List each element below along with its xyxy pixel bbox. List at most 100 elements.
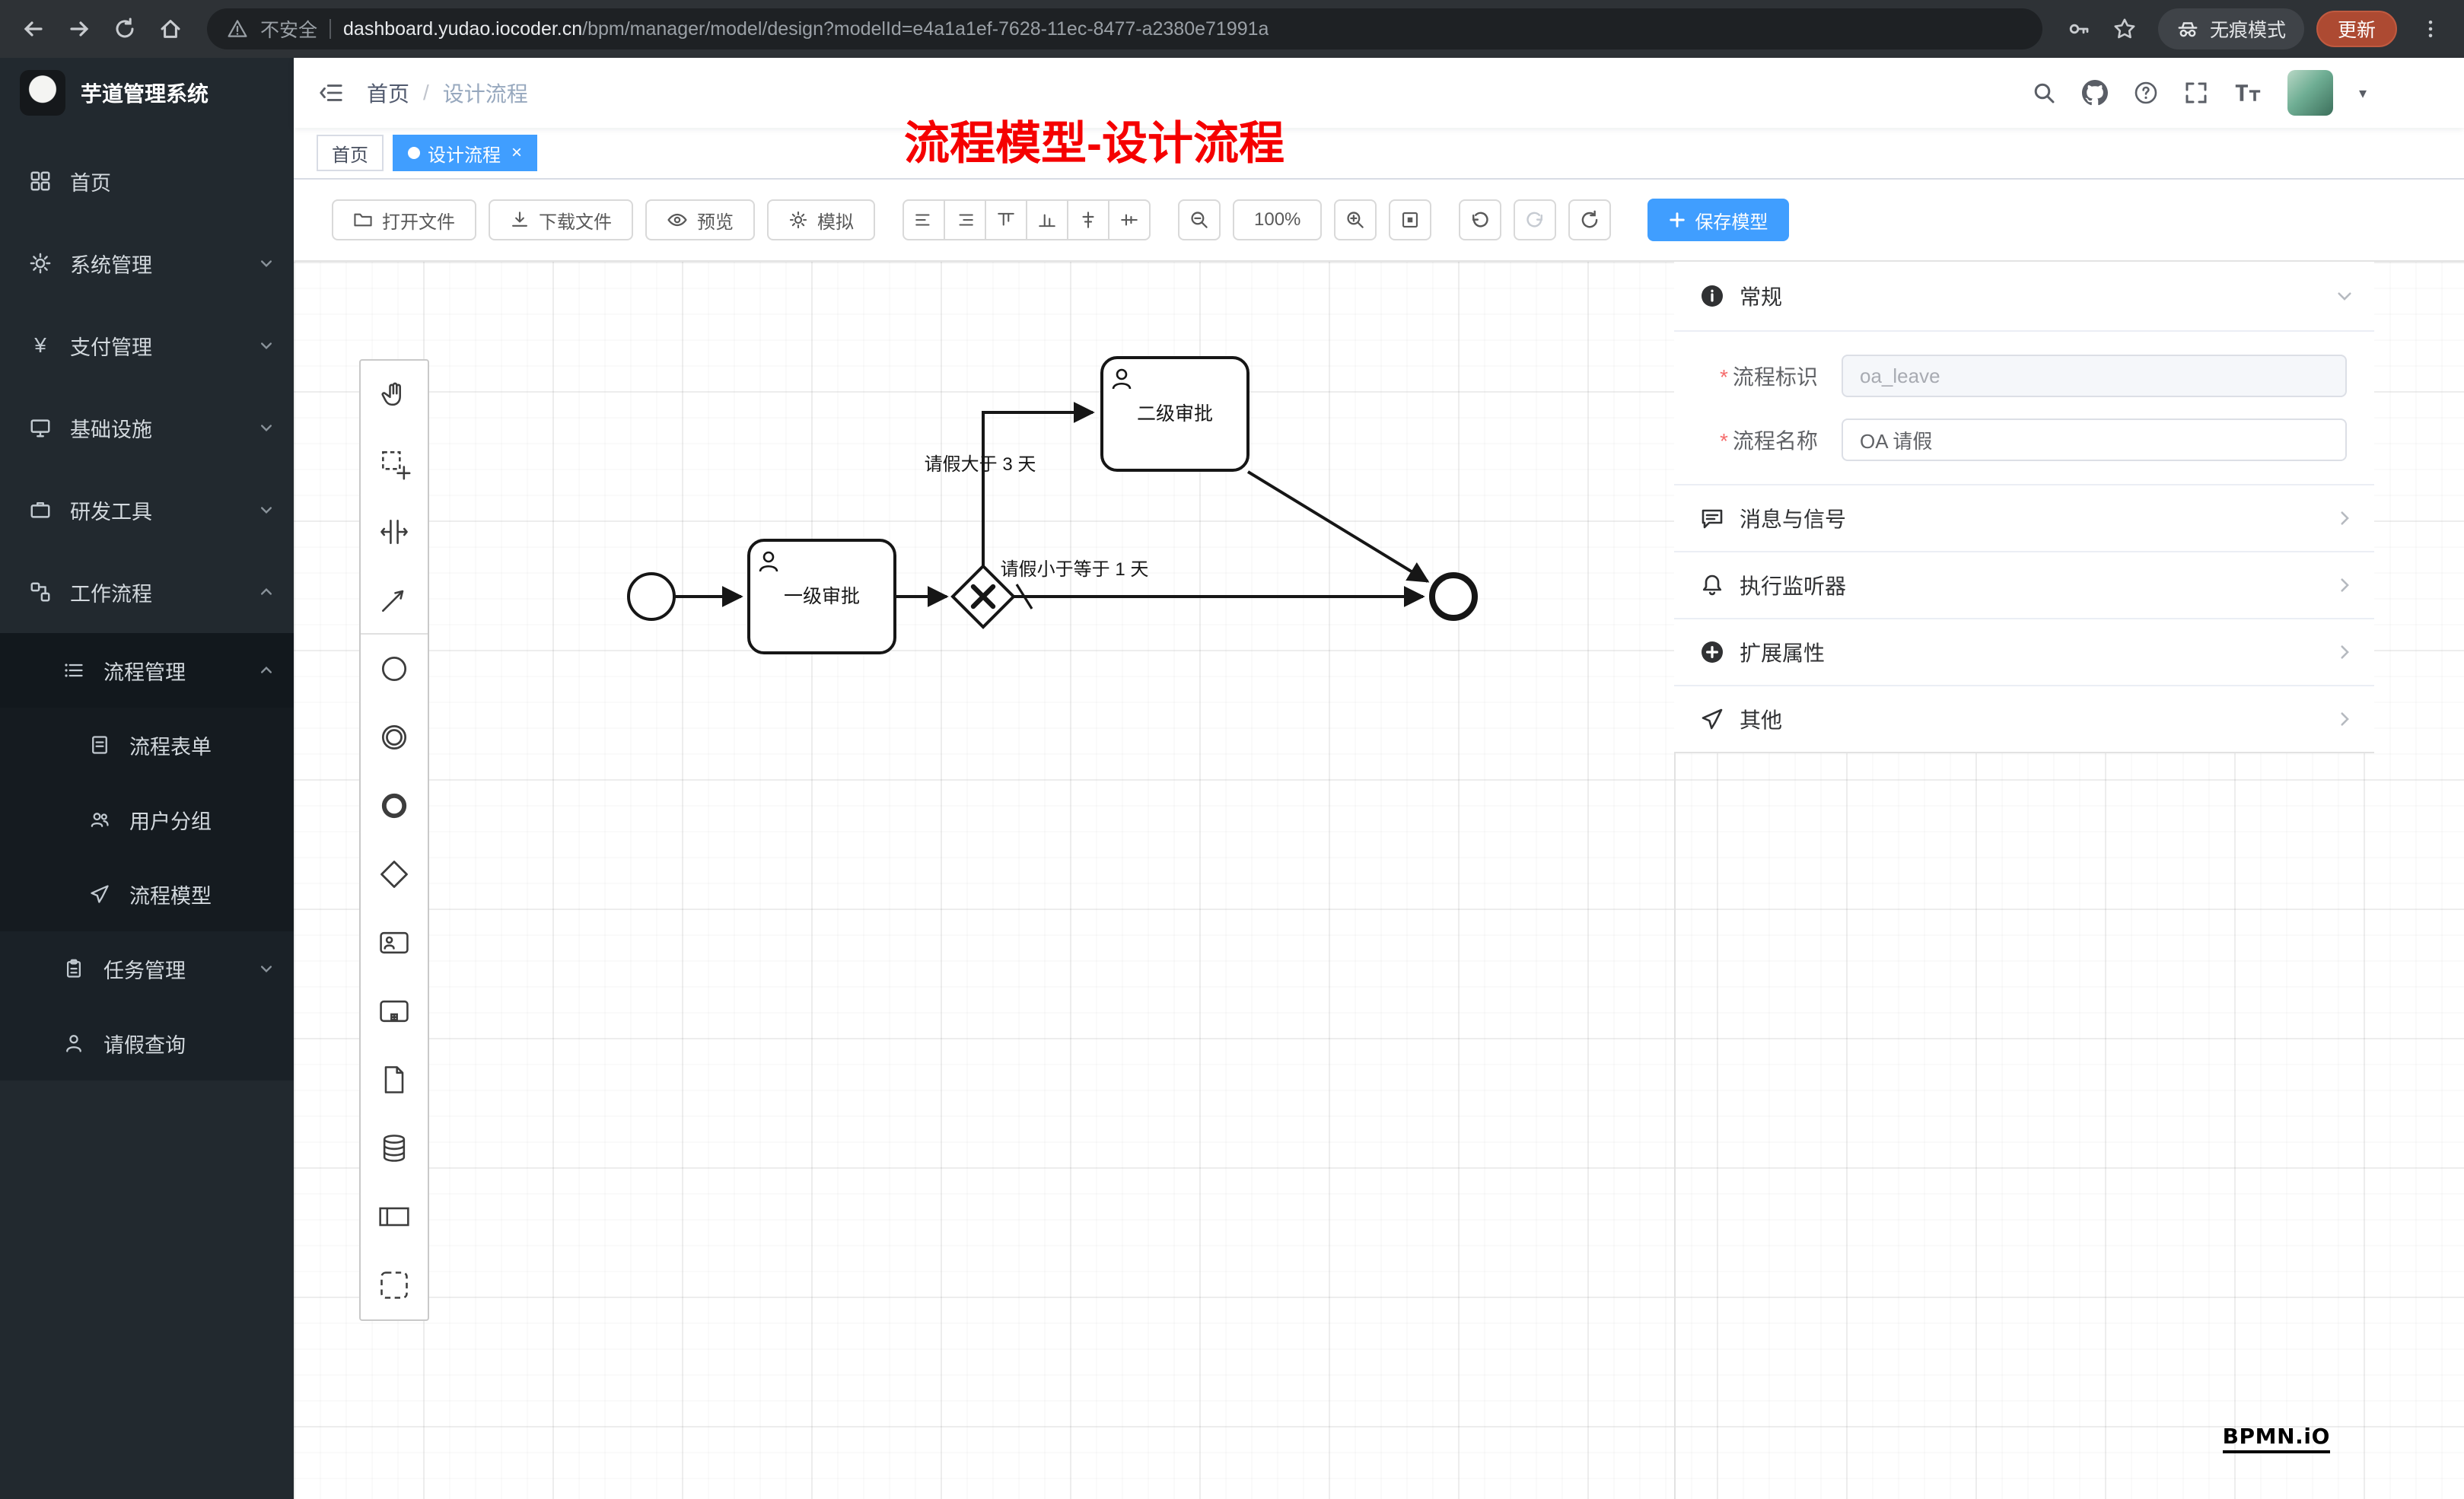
browser-home-button[interactable]	[149, 8, 192, 50]
palette-connect-tool[interactable]	[361, 566, 428, 635]
data-store-icon	[383, 1135, 406, 1162]
address-bar[interactable]: 不安全 dashboard.yudao.iocoder.cn/bpm/manag…	[207, 8, 2042, 49]
sidebar-item-task-mgmt[interactable]: 任务管理	[0, 931, 294, 1006]
send-icon	[1700, 707, 1724, 731]
zoom-in-button[interactable]	[1334, 199, 1377, 240]
sidebar-item-user-group[interactable]: 用户分组	[0, 782, 294, 857]
tag-close-icon[interactable]: ×	[511, 142, 523, 163]
palette-start-event[interactable]	[361, 635, 428, 703]
align-right-button[interactable]	[944, 199, 986, 240]
sidebar-item-home[interactable]: 首页	[0, 140, 294, 222]
bpmn-end-event[interactable]	[1429, 572, 1478, 621]
breadcrumb-separator: /	[423, 81, 429, 104]
incognito-badge[interactable]: 无痕模式	[2157, 8, 2304, 49]
zoom-level-display[interactable]: 100%	[1233, 199, 1323, 240]
breadcrumb-home[interactable]: 首页	[367, 82, 410, 106]
download-file-button[interactable]: 下载文件	[489, 199, 633, 240]
process-key-input[interactable]	[1842, 355, 2347, 397]
sidebar-item-pay[interactable]: ¥ 支付管理	[0, 304, 294, 387]
process-name-input[interactable]	[1842, 419, 2347, 461]
sidebar-item-process-mgmt[interactable]: 流程管理	[0, 633, 294, 708]
palette-intermediate-event[interactable]	[361, 703, 428, 772]
bpmn-io-watermark[interactable]: BPMN.iO	[2222, 1424, 2330, 1453]
palette-data-object[interactable]	[361, 1045, 428, 1114]
font-size-button[interactable]	[2234, 81, 2262, 104]
panel-section-extended-attrs[interactable]: 扩展属性	[1674, 618, 2374, 685]
align-middle-button[interactable]	[1108, 199, 1151, 240]
bpmn-canvas[interactable]: 一级审批 二级审批	[294, 262, 2464, 1499]
browser-back-button[interactable]	[12, 8, 55, 50]
bookmark-star-button[interactable]	[2103, 8, 2146, 50]
zoom-out-button[interactable]	[1178, 199, 1221, 240]
password-key-button[interactable]	[2058, 8, 2100, 50]
sidebar-item-workflow[interactable]: 工作流程	[0, 551, 294, 633]
tag-home[interactable]: 首页	[317, 135, 384, 171]
flow-task2-to-end[interactable]	[1246, 470, 1430, 583]
bpmn-start-event[interactable]	[627, 572, 676, 621]
sidebar-item-process-model[interactable]: 流程模型	[0, 857, 294, 931]
bpmn-exclusive-gateway[interactable]	[950, 564, 1016, 629]
align-right-icon	[959, 214, 973, 226]
sidebar-collapse-button[interactable]	[318, 80, 344, 106]
palette-subprocess[interactable]	[361, 977, 428, 1045]
save-model-button[interactable]: 保存模型	[1647, 199, 1790, 241]
simulate-button[interactable]: 模拟	[767, 199, 875, 240]
sidebar-item-leave-query[interactable]: 请假查询	[0, 1006, 294, 1080]
fullscreen-icon	[2185, 82, 2207, 103]
bpmn-task-first-approve[interactable]: 一级审批	[747, 539, 896, 654]
user-avatar[interactable]	[2287, 70, 2333, 116]
align-top-button[interactable]	[985, 199, 1027, 240]
panel-section-message-signal[interactable]: 消息与信号	[1674, 484, 2374, 551]
bpmn-task-second-approve[interactable]: 二级审批	[1100, 356, 1250, 472]
palette-user-task[interactable]	[361, 909, 428, 977]
avatar-caret-icon[interactable]: ▾	[2358, 84, 2367, 102]
annotation-title: 流程模型-设计流程	[904, 118, 1285, 169]
palette-gateway[interactable]	[361, 840, 428, 909]
undo-button[interactable]	[1459, 199, 1502, 240]
sidebar-item-system[interactable]: 系统管理	[0, 222, 294, 304]
restart-button[interactable]	[1568, 199, 1612, 240]
sidebar-item-process-form[interactable]: 流程表单	[0, 708, 294, 782]
tag-design-active[interactable]: 设计流程 ×	[393, 135, 538, 171]
panel-section-execution-listener[interactable]: 执行监听器	[1674, 551, 2374, 618]
sidebar-item-infra[interactable]: 基础设施	[0, 387, 294, 469]
palette-lasso-tool[interactable]	[361, 429, 428, 498]
sidebar-item-label: 支付管理	[70, 336, 152, 359]
preview-button[interactable]: 预览	[645, 199, 755, 240]
gear-icon	[27, 252, 53, 275]
app-logo-row[interactable]: 芋道管理系统	[0, 58, 294, 128]
flow-label-le1[interactable]: 请假小于等于 1 天	[1001, 559, 1149, 580]
palette-participant-pool[interactable]	[361, 1182, 428, 1251]
gear-icon	[789, 211, 807, 229]
zoom-reset-button[interactable]	[1389, 199, 1432, 240]
panel-section-title: 其他	[1740, 708, 1783, 732]
github-button[interactable]	[2081, 80, 2108, 106]
sidebar-item-dev[interactable]: 研发工具	[0, 469, 294, 551]
app-logo	[20, 70, 65, 116]
fullscreen-button[interactable]	[2184, 81, 2208, 105]
chrome-update-button[interactable]: 更新	[2316, 11, 2397, 47]
palette-data-store[interactable]	[361, 1114, 428, 1182]
open-file-button[interactable]: 打开文件	[332, 199, 476, 240]
panel-section-general[interactable]: 常规	[1674, 262, 2374, 332]
align-center-button[interactable]	[1067, 199, 1109, 240]
reload-icon	[116, 18, 134, 38]
palette-hand-tool[interactable]	[361, 361, 428, 429]
browser-menu-button[interactable]	[2409, 8, 2452, 50]
align-left-button[interactable]	[903, 199, 945, 240]
browser-forward-button[interactable]	[58, 8, 100, 50]
palette-end-event[interactable]	[361, 772, 428, 840]
help-button[interactable]	[2134, 81, 2158, 105]
palette-group[interactable]	[361, 1251, 428, 1319]
palette-space-tool[interactable]	[361, 498, 428, 566]
redo-button[interactable]	[1514, 199, 1557, 240]
align-bottom-button[interactable]	[1026, 199, 1068, 240]
panel-section-title: 消息与信号	[1740, 508, 1847, 531]
search-button[interactable]	[2032, 81, 2056, 105]
end-event-icon	[381, 793, 407, 819]
flow-gateway-to-task2[interactable]	[982, 402, 1095, 568]
panel-section-other[interactable]: 其他	[1674, 685, 2374, 752]
browser-reload-button[interactable]	[103, 8, 146, 50]
flow-label-gt3[interactable]: 请假大于 3 天	[925, 454, 1036, 475]
panel-divider	[1674, 262, 1676, 1499]
